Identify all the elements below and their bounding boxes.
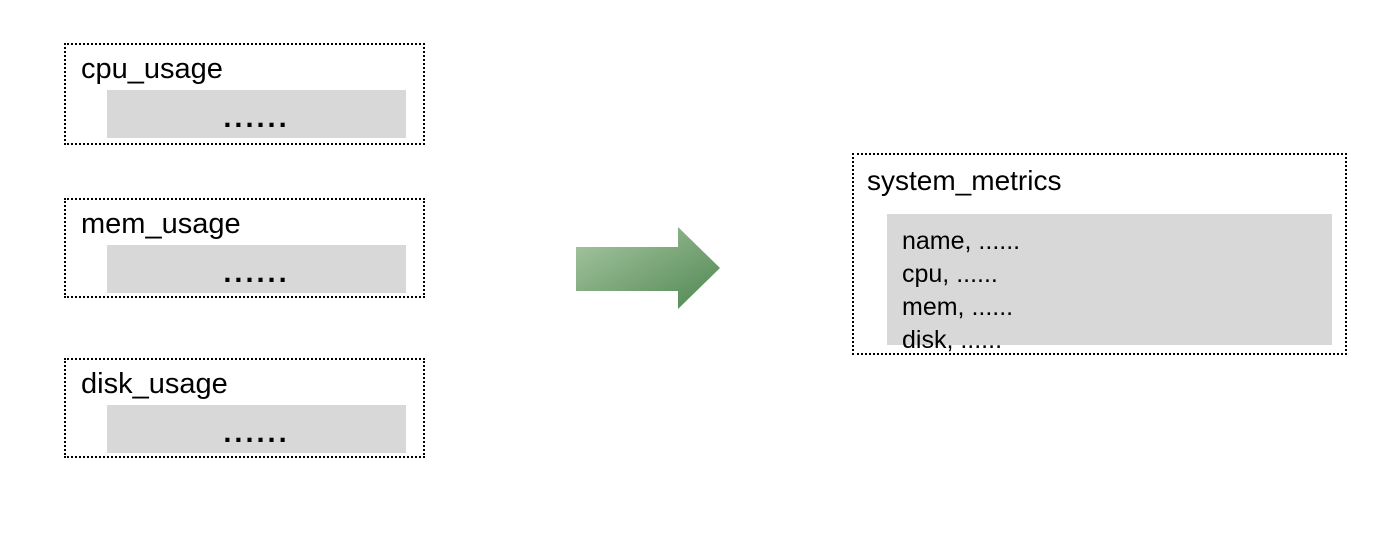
table-title-system-metrics: system_metrics [867,165,1062,196]
table-row: mem, ...... [902,293,1014,321]
table-title-mem-usage: mem_usage [81,208,241,240]
table-box-disk-usage: disk_usage ...... [64,358,425,458]
merge-arrow-icon [576,227,720,309]
table-box-system-metrics: system_metrics name, ...... cpu, ...... … [852,153,1347,355]
table-body-system-metrics: name, ...... cpu, ...... mem, ...... dis… [887,214,1332,354]
table-body-disk-usage: ...... [107,405,406,453]
ellipsis-placeholder: ...... [223,416,290,449]
table-title-disk-usage: disk_usage [81,368,228,400]
ellipsis-placeholder: ...... [223,101,290,134]
table-box-cpu-usage: cpu_usage ...... [64,43,425,145]
table-row: cpu, ...... [902,260,998,288]
table-body-cpu-usage: ...... [107,90,406,138]
table-box-mem-usage: mem_usage ...... [64,198,425,298]
table-row: disk, ...... [902,326,1003,354]
table-title-cpu-usage: cpu_usage [81,53,223,85]
table-body-mem-usage: ...... [107,245,406,293]
ellipsis-placeholder: ...... [223,256,290,289]
table-row: name, ...... [902,227,1021,255]
